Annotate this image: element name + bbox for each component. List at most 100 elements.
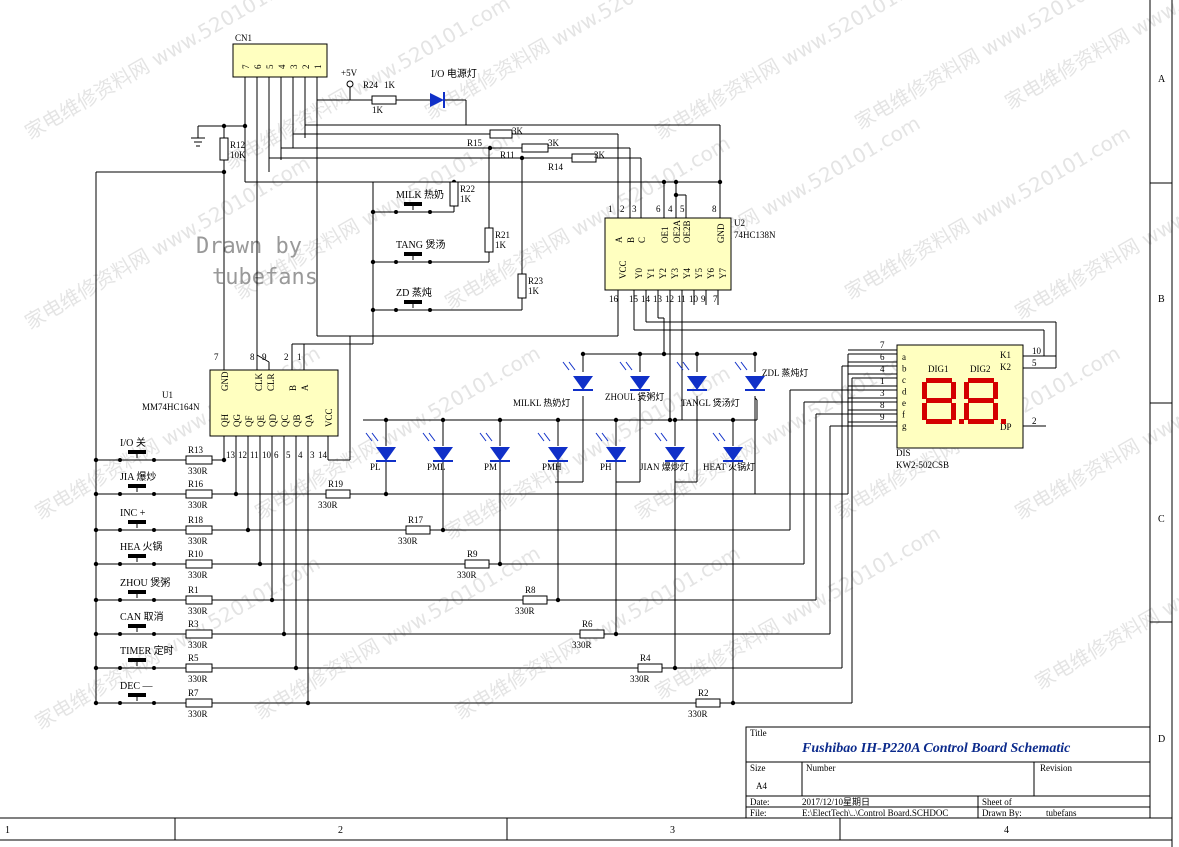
led-zhoul-body xyxy=(630,376,650,390)
digit1-dp xyxy=(959,419,964,424)
junction-dot xyxy=(613,417,619,423)
junction-dot xyxy=(752,351,758,357)
led-heat xyxy=(712,432,743,462)
led-pl xyxy=(365,432,396,462)
dis-dp: DP xyxy=(1000,422,1012,432)
u2-pin-y2: Y2 xyxy=(658,268,668,279)
led-milkl-ray xyxy=(568,361,576,371)
led-zdl-ray xyxy=(740,361,748,371)
switch-jia-pin xyxy=(152,492,156,496)
resistor-r10-ref: R10 xyxy=(188,549,204,559)
switch-io-pin xyxy=(152,458,156,462)
resistor-r17 xyxy=(405,525,431,535)
switch-tang-label: TANG 煲汤 xyxy=(396,238,445,251)
wiring xyxy=(93,77,1057,706)
led-zhoul xyxy=(619,361,650,391)
digit1-seg xyxy=(922,403,927,420)
switch-zd xyxy=(394,300,432,312)
switch-milk-pin xyxy=(394,210,398,214)
u1-pin-qc: QC xyxy=(280,414,290,427)
cn1-pin-7: 7 xyxy=(241,64,251,69)
resistor-r22 xyxy=(449,181,459,207)
switch-milk-actuator xyxy=(404,202,422,206)
resistor-r1-value: 330R xyxy=(188,606,208,616)
junction-dot xyxy=(221,457,227,463)
resistor-r11-ref: R11 xyxy=(500,150,515,160)
switch-can-label: CAN 取消 xyxy=(120,610,164,623)
display-dis: DIS KW2-502CSB DIG1 DIG2 K1 K2 DP abcdef… xyxy=(896,344,1024,470)
digit1-seg xyxy=(926,398,952,403)
u1-pin-clk: CLK xyxy=(254,372,264,391)
led-pm xyxy=(479,432,510,462)
led-zhoul-label: ZHOUL 煲粥灯 xyxy=(605,391,664,402)
dis-seg-e: e xyxy=(902,398,906,408)
switch-jia-pin xyxy=(118,492,122,496)
dis-seg-g: g xyxy=(902,421,907,431)
dis-ref: DIS xyxy=(896,448,911,458)
resistor-r11 xyxy=(521,143,549,153)
switch-dec xyxy=(118,693,156,705)
u2-pin-y3: Y3 xyxy=(670,268,680,279)
power-led-label: I/O 电源灯 xyxy=(431,67,477,80)
led-milkl xyxy=(562,361,593,391)
resistor-r3-value: 330R xyxy=(188,640,208,650)
revision-label: Revision xyxy=(1040,763,1073,773)
title-label: Title xyxy=(750,728,767,738)
switch-hea-pin xyxy=(152,562,156,566)
dis-seg-d: d xyxy=(902,387,907,397)
u1-pinnum-12: 12 xyxy=(238,450,247,460)
led-ph-label: PH xyxy=(600,462,612,472)
dis-part: KW2-502CSB xyxy=(896,460,949,470)
dis-pin-1: 1 xyxy=(880,376,885,386)
u2-pinnum-8: 8 xyxy=(712,204,717,214)
switch-jia xyxy=(118,484,156,496)
led-jian-label: JIAN 爆炒灯 xyxy=(640,461,689,472)
u2-pinnum-9: 9 xyxy=(701,294,706,304)
u1-pin-qe: QE xyxy=(256,415,266,427)
switch-hea-pin xyxy=(118,562,122,566)
dis-pin-5: 5 xyxy=(1032,358,1037,368)
resistor-r7-value: 330R xyxy=(188,709,208,719)
resistor-r19 xyxy=(325,489,351,499)
sheet-label: Sheet of xyxy=(982,797,1012,807)
led-zhoul-ray xyxy=(625,361,633,371)
resistor-r9 xyxy=(464,559,490,569)
u2-pin-oe1: OE1 xyxy=(660,227,670,244)
u1-pinnum-8: 8 xyxy=(250,352,255,362)
resistor-r15-ref: R15 xyxy=(467,138,483,148)
led-ph xyxy=(595,432,626,462)
switch-timer-label: TIMER 定时 xyxy=(120,644,174,657)
switch-can-pin xyxy=(152,632,156,636)
led-tangl-ray xyxy=(676,361,684,371)
resistor-r4-ref: R4 xyxy=(640,653,651,663)
u1-pinnum-11: 11 xyxy=(250,450,259,460)
junction-dot xyxy=(580,351,586,357)
plus5v-label: +5V xyxy=(341,68,358,78)
resistor-r15 xyxy=(489,129,513,139)
digit2-seg xyxy=(993,403,998,420)
dis-pin-10: 10 xyxy=(1032,346,1042,356)
u2-pinnum-13: 13 xyxy=(653,294,663,304)
watermark-text: 家电维修资料网 www.520101.com xyxy=(1011,141,1179,324)
resistor-r21 xyxy=(484,227,494,253)
resistor-r13-value: 330R xyxy=(188,466,208,476)
switch-zhou-pin xyxy=(152,598,156,602)
junction-dot xyxy=(440,417,446,423)
number-label: Number xyxy=(806,763,836,773)
switch-io xyxy=(118,450,156,462)
resistor-r8 xyxy=(522,595,548,605)
resistor-r12 xyxy=(219,137,229,161)
resistor-r9-ref: R9 xyxy=(467,549,478,559)
u2-pinnum-2: 2 xyxy=(620,204,625,214)
switch-zhou-actuator xyxy=(128,590,146,594)
resistor-r8-value: 330R xyxy=(515,606,535,616)
u2-pinnum-16: 16 xyxy=(609,294,619,304)
u1-pin-a: A xyxy=(300,384,310,391)
dis-pin-2: 2 xyxy=(1032,416,1037,426)
switch-inc xyxy=(118,520,156,532)
junction-dot xyxy=(661,179,667,185)
junction-dot xyxy=(383,417,389,423)
cn1-pin-1: 1 xyxy=(313,65,323,70)
